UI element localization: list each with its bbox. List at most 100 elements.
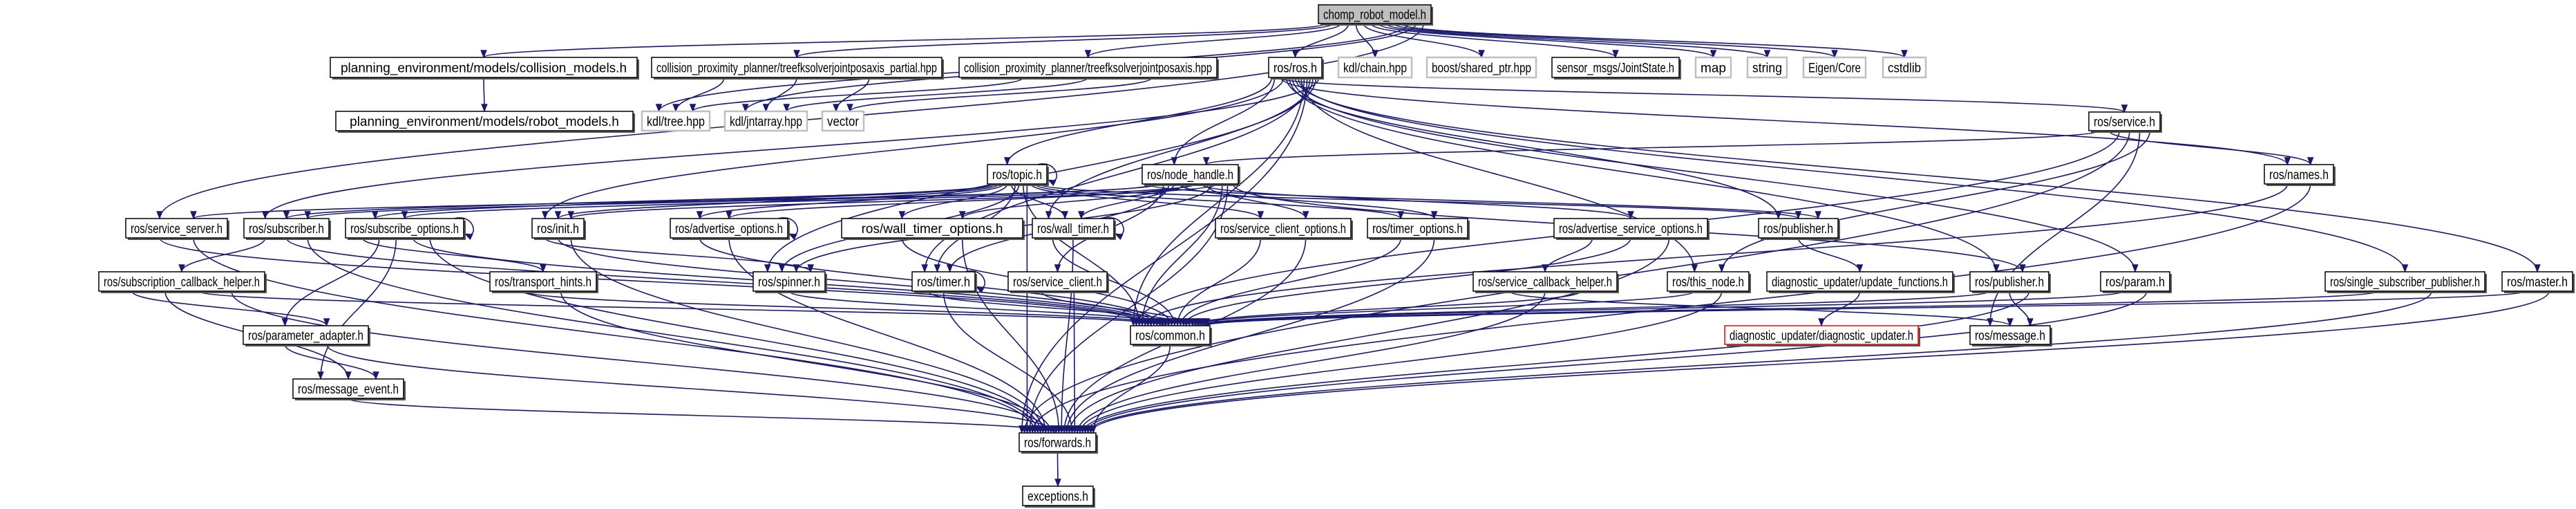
edge-wall_timer-to-forwards <box>1058 237 1074 434</box>
node-cstdlib[interactable] <box>1882 56 1927 79</box>
node-single-subscriber-publisher[interactable] <box>2324 271 2487 293</box>
node-service[interactable] <box>2088 111 2162 133</box>
node-box <box>958 57 1218 78</box>
node-eigen[interactable] <box>1802 56 1867 79</box>
edge-ros-to-publisher <box>1289 77 2000 273</box>
node-service-server[interactable] <box>125 218 229 240</box>
node-jointstate[interactable] <box>1551 57 1681 80</box>
node-label: ros/message.h <box>1975 329 2045 344</box>
edge-init-to-forwards <box>570 237 1047 434</box>
node-chomp[interactable] <box>1318 4 1433 26</box>
edge-chomp-to-kdl_chain <box>1355 23 1379 59</box>
node-init[interactable] <box>531 218 586 240</box>
node-timer[interactable] <box>911 271 977 293</box>
node-advertise-options[interactable] <box>670 218 790 240</box>
node-message-event[interactable] <box>292 378 406 400</box>
node-master[interactable] <box>2501 271 2575 293</box>
edge-topic-to-topic <box>1036 163 1058 187</box>
node-box <box>1694 56 1732 79</box>
node-fk[interactable] <box>958 57 1219 80</box>
edge-fk_partial-to-kdl_jntarray <box>762 77 797 113</box>
edge-service-to-names <box>2108 130 2314 166</box>
node-box <box>1268 57 1323 78</box>
node-timer-options[interactable] <box>1367 218 1470 240</box>
node-wall-timer[interactable] <box>1032 218 1116 240</box>
edge-chomp-to-fk <box>1084 23 1342 59</box>
node-kdl-tree[interactable] <box>641 110 711 132</box>
edge-chomp-to-shared_ptr <box>1363 23 1485 59</box>
node-box <box>292 378 404 399</box>
node-label: ros/subscriber.h <box>249 222 324 237</box>
node-robot-models[interactable] <box>335 111 635 133</box>
edge-publisher_upper-to-update_functions <box>1797 237 1864 273</box>
node-ros[interactable] <box>1268 57 1324 80</box>
node-label: ros/message_event.h <box>298 382 399 397</box>
node-service-client[interactable] <box>1007 271 1109 293</box>
node-topic[interactable] <box>987 164 1049 186</box>
edge-chomp-to-ros <box>1291 23 1349 59</box>
edge-chomp-to-eigen <box>1392 23 1838 59</box>
node-spinner[interactable] <box>752 271 827 293</box>
node-param[interactable] <box>2100 271 2172 293</box>
edge-timer-to-forwards <box>943 290 1076 434</box>
node-publisher[interactable] <box>1969 271 2051 293</box>
node-box <box>2324 271 2485 292</box>
node-collision-models[interactable] <box>330 57 639 80</box>
node-box <box>723 110 808 132</box>
node-publisher-upper[interactable] <box>1758 218 1840 240</box>
node-parameter-adapter[interactable] <box>243 325 370 346</box>
node-shared-ptr[interactable] <box>1426 56 1537 79</box>
node-this-node[interactable] <box>1667 271 1751 293</box>
edge-this_node-to-forwards <box>1077 290 1723 434</box>
node-kdl-chain[interactable] <box>1337 56 1413 79</box>
node-map[interactable] <box>1694 56 1732 79</box>
node-service-callback-helper[interactable] <box>1472 271 1619 293</box>
node-update-functions[interactable] <box>1766 271 1955 293</box>
node-label: ros/common.h <box>1135 329 1205 344</box>
node-subscriber[interactable] <box>243 218 331 240</box>
node-node-handle[interactable] <box>1142 164 1240 186</box>
edge-subscriber-to-common <box>285 237 1155 327</box>
node-vector[interactable] <box>821 110 865 132</box>
edge-fk-to-vector <box>846 77 1153 113</box>
node-exceptions[interactable] <box>1022 485 1095 508</box>
node-fk-partial[interactable] <box>651 57 944 80</box>
node-wall-timer-options[interactable] <box>841 218 1025 240</box>
edge-subscriber-to-forwards <box>307 237 1041 434</box>
node-box <box>531 218 585 239</box>
node-box <box>841 218 1023 239</box>
node-service-client-options[interactable] <box>1215 218 1353 240</box>
node-box <box>345 218 464 239</box>
edge-service_server-to-common <box>159 237 1152 327</box>
edge-ros-to-publisher_upper <box>1285 77 1782 220</box>
node-box <box>1758 218 1839 239</box>
node-box <box>1882 56 1927 79</box>
node-label: ros/spinner.h <box>758 275 820 290</box>
node-label: kdl/jntarray.hpp <box>730 115 802 129</box>
node-forwards[interactable] <box>1019 432 1098 454</box>
edge-param-to-common <box>1198 290 2125 327</box>
node-box <box>1367 218 1468 239</box>
node-label: ros/single_subscriber_publisher.h <box>2330 275 2480 290</box>
node-box <box>1969 325 2051 345</box>
node-label: kdl/tree.hpp <box>647 115 705 129</box>
node-message[interactable] <box>1969 325 2052 346</box>
edge-topic-to-wall_timer <box>1010 183 1068 220</box>
node-common[interactable] <box>1130 325 1212 346</box>
node-kdl-jntarray[interactable] <box>723 110 808 132</box>
node-box <box>1337 56 1413 79</box>
node-transport-hints[interactable] <box>489 271 598 293</box>
node-subscribe-options[interactable] <box>345 218 466 240</box>
node-subscription-callback-helper[interactable] <box>98 271 267 293</box>
edge-ros-to-service <box>1277 77 2128 113</box>
node-label: ros/wall_timer_options.h <box>862 222 1003 237</box>
node-advertise-service-options[interactable] <box>1553 218 1710 240</box>
edge-timer_options-to-common <box>1177 237 1402 327</box>
node-names[interactable] <box>2264 164 2336 186</box>
node-diagnostic-updater[interactable] <box>1724 325 1920 346</box>
node-label: ros/transport_hints.h <box>495 275 591 290</box>
node-string[interactable] <box>1746 56 1788 79</box>
node-box <box>1318 4 1432 24</box>
node-label: ros/param.h <box>2105 275 2165 290</box>
edge-fk-to-kdl_tree <box>689 77 1025 113</box>
